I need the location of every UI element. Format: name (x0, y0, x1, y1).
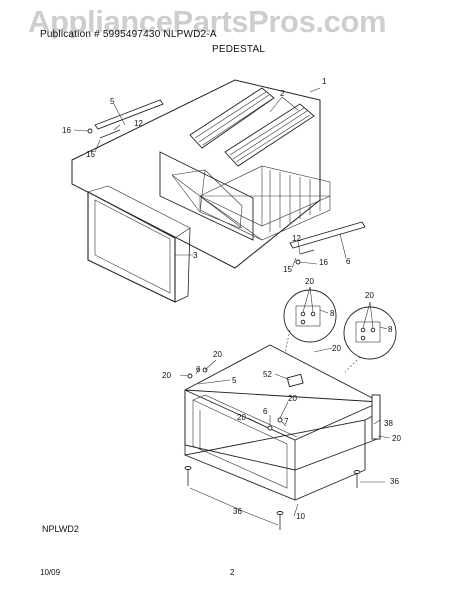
clip-15-right[interactable] (299, 249, 315, 255)
callout-20-center: 20 (288, 394, 297, 403)
callout-8-right: 8 (388, 325, 393, 334)
drawer-front-panel[interactable] (87, 185, 191, 303)
callout-15: 15 (86, 150, 95, 159)
drawer-rear-bracket[interactable] (159, 151, 254, 241)
screws-20[interactable] (187, 367, 283, 431)
callout-20-top-left: 20 (213, 350, 222, 359)
callout-20-right: 20 (392, 434, 401, 443)
screw-16-left[interactable] (87, 128, 93, 134)
callout-20-left: 20 (162, 371, 171, 380)
grille-panel-upper[interactable] (189, 87, 275, 149)
callout-16-right: 16 (319, 258, 328, 267)
callout-5: 5 (110, 97, 115, 106)
callout-15-right: 15 (283, 265, 292, 274)
callout-16: 16 (62, 126, 71, 135)
publication-line: Publication # 5995497430 NLPWD2-A (40, 29, 217, 40)
footer-date: 10/09 (40, 568, 61, 577)
callout-7: 7 (284, 417, 289, 426)
leveling-leg-right[interactable] (276, 511, 284, 531)
callout-6-center: 6 (263, 407, 268, 416)
screw-16-right[interactable] (295, 259, 301, 265)
clip-15-left[interactable] (99, 129, 121, 139)
callout-20-detail-left: 20 (305, 277, 314, 286)
callout-20-detail-right: 20 (365, 291, 374, 300)
callout-3: 3 (193, 251, 198, 260)
leveling-leg-rear[interactable] (353, 470, 361, 489)
leader-lines-lower (179, 347, 391, 526)
hinge-bracket-detail-right[interactable] (343, 306, 397, 360)
callout-36-right: 36 (390, 477, 399, 486)
hinge-bracket-detail-left[interactable] (283, 289, 337, 343)
leader-lines-upper (73, 87, 347, 269)
grille-panel-lower[interactable] (224, 103, 315, 167)
footer-page: 2 (230, 568, 235, 577)
callout-6: 6 (346, 257, 351, 266)
callout-12-right: 12 (292, 234, 301, 243)
leveling-leg-left[interactable] (184, 466, 192, 487)
callout-20-center-left: 20 (237, 413, 246, 422)
section-title: PEDESTAL (212, 44, 266, 55)
drawer-basket[interactable] (199, 165, 331, 241)
slide-rail-left[interactable] (94, 99, 164, 130)
leader-lines-detail (284, 286, 388, 373)
back-panel-38[interactable] (371, 394, 381, 440)
callout-12: 12 (134, 119, 143, 128)
model-label: NPLWD2 (42, 524, 79, 534)
callout-20-cabinet-top: 20 (332, 344, 341, 353)
slide-rail-right[interactable] (289, 221, 366, 249)
callout-2: 2 (280, 89, 285, 98)
callout-5-lower: 5 (232, 376, 237, 385)
callout-38: 38 (384, 419, 393, 428)
callout-52: 52 (263, 370, 272, 379)
watermark: AppliancePartsPros.com (28, 4, 387, 39)
callout-10: 10 (296, 512, 305, 521)
callout-36-left: 36 (233, 507, 242, 516)
callout-6-lower: 6 (196, 365, 201, 374)
label-52[interactable] (286, 373, 304, 388)
callout-1: 1 (322, 77, 327, 86)
callout-8-left: 8 (330, 309, 335, 318)
